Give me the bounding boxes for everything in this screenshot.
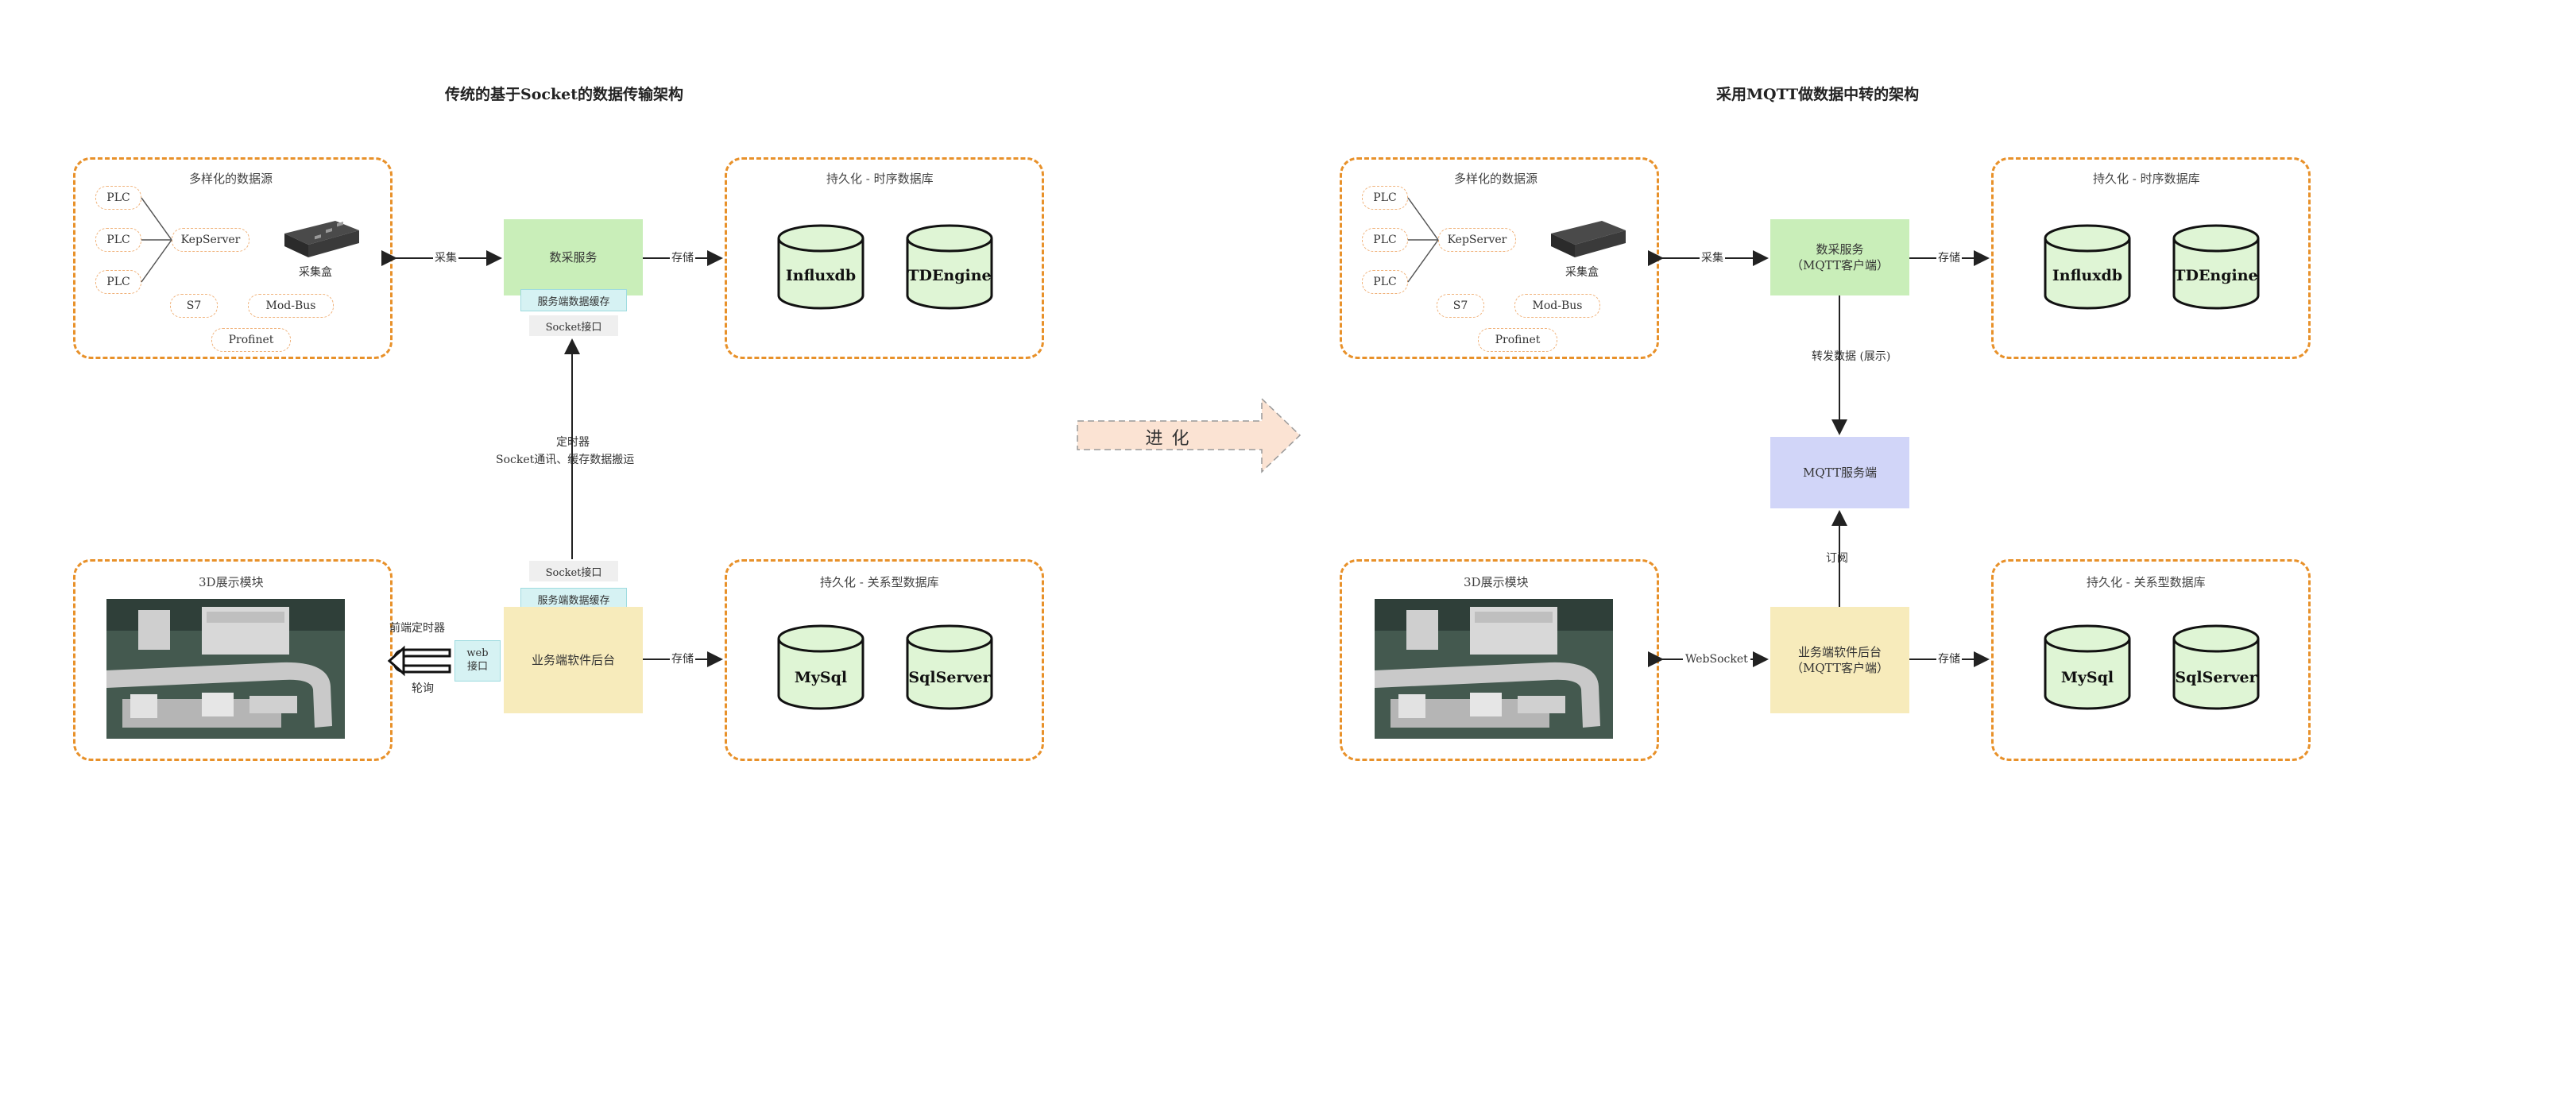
left-display-label: 3D展示模块 (199, 575, 264, 589)
left-sources-label: 多样化的数据源 (189, 172, 273, 186)
tdengine-left-cylinder-icon (906, 224, 993, 310)
right-tsdb-label: 持久化 - 时序数据库 (2093, 172, 2200, 186)
left-rdb-group (725, 559, 1044, 761)
right-plc-1: PLC (1362, 186, 1408, 210)
polling-label: 轮询 (412, 682, 434, 695)
polling-u-turn-icon (388, 645, 451, 677)
left-protocol-profinet: Profinet (211, 328, 291, 352)
left-plc-1: PLC (95, 186, 141, 210)
left-tsdb-label: 持久化 - 时序数据库 (826, 172, 934, 186)
web-port-tag: web 接口 (454, 640, 501, 682)
evolution-label: 进 化 (1145, 429, 1191, 449)
left-plc-2: PLC (95, 228, 141, 252)
right-collector-device-icon (1551, 221, 1626, 257)
right-rdb-sqlserver: SqlServer (2175, 669, 2257, 686)
right-protocol-profinet: Profinet (1478, 328, 1557, 352)
left-collect-edge-label: 采集 (433, 251, 458, 266)
left-socket-port-tag-2: Socket接口 (529, 561, 618, 581)
collector-box-label: 采集盒 (299, 266, 332, 279)
right-rdb-mysql: MySql (2060, 669, 2114, 686)
mysql-left-cylinder-icon (777, 624, 864, 710)
right-tsdb-influxdb: Influxdb (2052, 267, 2123, 284)
right-rdb-label: 持久化 - 关系型数据库 (2087, 575, 2206, 589)
evolution-arrow-icon (1077, 397, 1302, 473)
left-factory-photo (106, 599, 345, 739)
right-collector-box-label: 采集盒 (1565, 266, 1599, 279)
left-tsdb-tdengine: TDEngine (907, 267, 992, 284)
left-rdb-sqlserver: SqlServer (908, 669, 991, 686)
left-collection-service: 数采服务 (504, 219, 643, 295)
left-store-edge-label: 存储 (670, 251, 695, 266)
left-server-cache-tag-2: 服务端数据缓存 (520, 588, 627, 610)
sqlserver-left-cylinder-icon (906, 624, 993, 710)
right-display-label: 3D展示模块 (1464, 575, 1529, 589)
left-tsdb-influxdb: Influxdb (785, 267, 857, 284)
left-business-backend: 业务端软件后台 (504, 607, 643, 713)
right-protocol-s7: S7 (1437, 294, 1484, 318)
right-collection-service: 数采服务 （MQTT客户端） (1770, 219, 1909, 295)
left-protocol-modbus: Mod-Bus (248, 294, 334, 318)
timer-edge-label-2: Socket通讯、缓存数据搬运 (496, 454, 635, 466)
forward-edge-label: 转发数据 (展示) (1812, 350, 1891, 363)
right-collect-edge-label: 采集 (1700, 251, 1725, 266)
left-diagram-title: 传统的基于Socket的数据传输架构 (445, 86, 683, 103)
mqtt-server: MQTT服务端 (1770, 437, 1909, 508)
left-tsdb-group (725, 157, 1044, 359)
right-plc-3: PLC (1362, 270, 1408, 294)
left-protocol-s7: S7 (170, 294, 218, 318)
right-tsdb-group (1991, 157, 2311, 359)
collector-device-icon (284, 221, 359, 257)
right-kepserver: KepServer (1438, 228, 1516, 252)
left-rdb-mysql: MySql (794, 669, 848, 686)
frontend-timer-label: 前端定时器 (389, 622, 445, 635)
right-store-edge-label: 存储 (1936, 251, 1962, 266)
right-protocol-modbus: Mod-Bus (1514, 294, 1600, 318)
subscribe-edge-label: 订阅 (1826, 552, 1848, 565)
right-plc-2: PLC (1362, 228, 1408, 252)
right-sources-label: 多样化的数据源 (1454, 172, 1538, 186)
left-server-cache-tag: 服务端数据缓存 (520, 289, 627, 311)
left-socket-port-tag: Socket接口 (529, 315, 618, 336)
mysql-right-cylinder-icon (2044, 624, 2131, 710)
tdengine-right-cylinder-icon (2172, 224, 2260, 310)
right-diagram-title: 采用MQTT做数据中转的架构 (1716, 86, 1920, 103)
websocket-edge-label: WebSocket (1683, 652, 1750, 667)
sqlserver-right-cylinder-icon (2172, 624, 2260, 710)
left-rdb-label: 持久化 - 关系型数据库 (820, 575, 939, 589)
right-tsdb-tdengine: TDEngine (2174, 267, 2258, 284)
left-kepserver: KepServer (172, 228, 249, 252)
right-rdb-group (1991, 559, 2311, 761)
left-plc-3: PLC (95, 270, 141, 294)
influxdb-right-cylinder-icon (2044, 224, 2131, 310)
right-store-edge-label-2: 存储 (1936, 652, 1962, 667)
influxdb-left-cylinder-icon (777, 224, 864, 310)
right-factory-photo (1375, 599, 1613, 739)
right-business-backend: 业务端软件后台 （MQTT客户端） (1770, 607, 1909, 713)
left-store-edge-label-2: 存储 (670, 652, 695, 667)
